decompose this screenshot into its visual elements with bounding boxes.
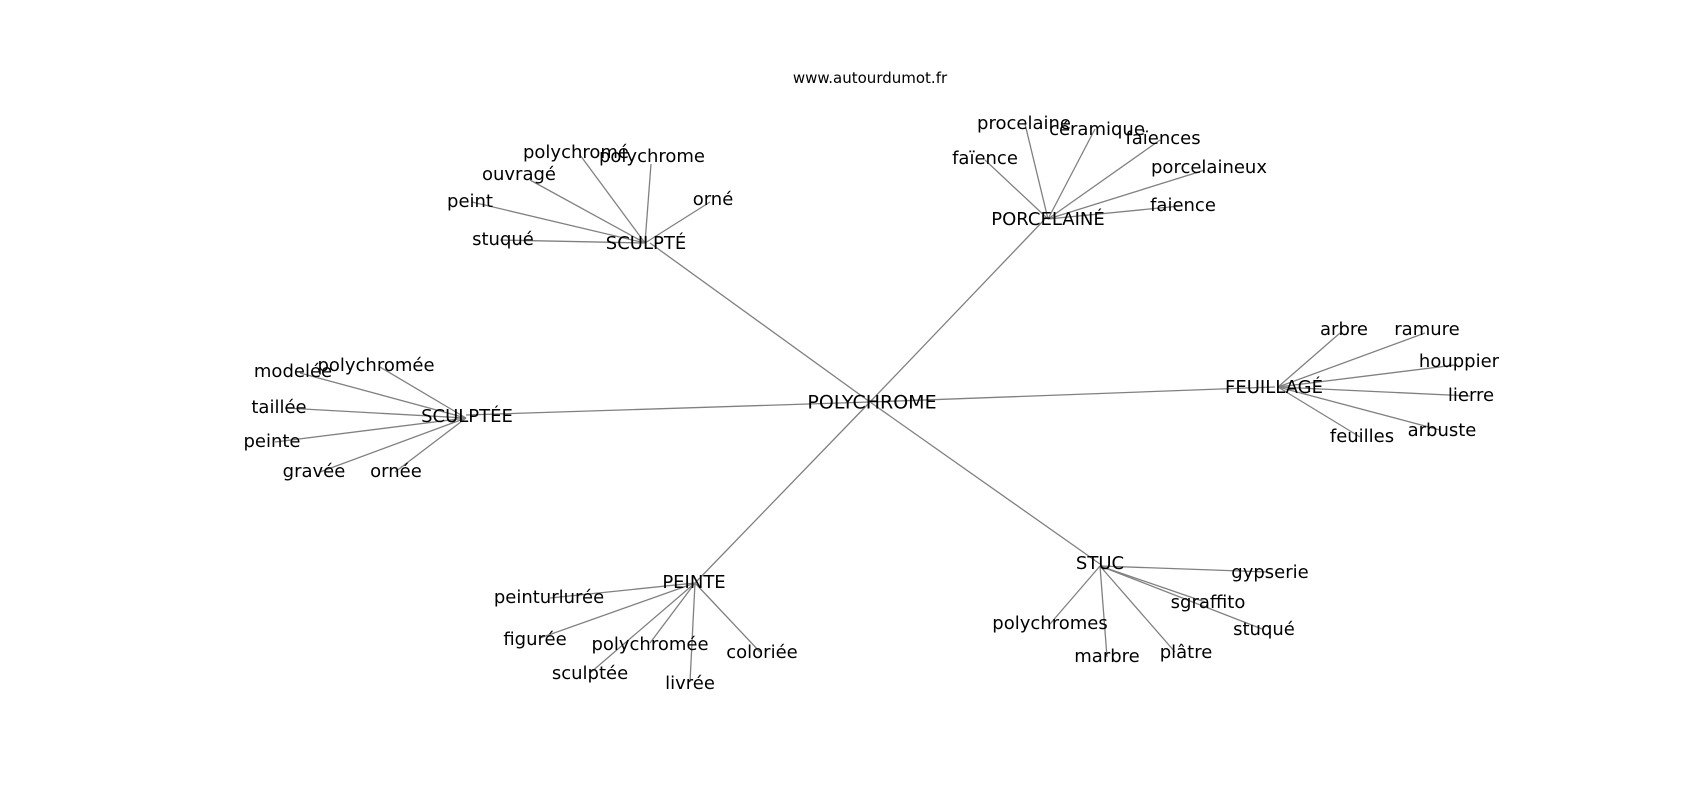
edge-stuc-platre (1099, 565, 1176, 653)
edge-feuillage-houppier (1277, 364, 1456, 388)
edge-root-sculptee (465, 401, 871, 416)
edge-root-feuillage (869, 386, 1276, 403)
leaf-feuillage-2: ramure (1394, 319, 1459, 340)
leaf-feuillage-4: lierre (1448, 385, 1494, 406)
edge-sculptee-modelee (299, 372, 467, 419)
edge-sculptee-gravee (319, 417, 467, 473)
edge-porcelaine-faiences (1047, 139, 1161, 220)
edge-stuc-stuque (1099, 565, 1263, 630)
edge-porcelaine-faience-trema (984, 159, 1049, 220)
hub-peinte-label: PEINTE (662, 572, 725, 593)
edge-porcelaine-procelaine (1024, 123, 1049, 220)
leaf-feuillage-1: arbre (1320, 319, 1368, 340)
edge-stuc-polychromes (1049, 565, 1101, 625)
leaf-porcelaine-2: céramique (1049, 119, 1145, 140)
leaf-feuillage-5: arbuste (1408, 420, 1477, 441)
leaf-porcelaine-4: faïence (952, 148, 1018, 169)
edge-sculpte-peint (471, 201, 646, 244)
edge-sculpte-ouvrage (529, 179, 646, 244)
edge-peinte-figuree (539, 582, 696, 639)
edge-sculpte-polychrome (644, 163, 652, 244)
leaf-peinte-1: peinturlurée (494, 587, 604, 608)
leaf-stuc-4: polychromes (992, 613, 1107, 634)
leaf-peinte-5: sculptée (552, 663, 628, 684)
edge-porcelaine-faience (1047, 205, 1181, 220)
edge-stuc-marbre (1099, 565, 1108, 658)
edge-feuillage-arbre (1277, 332, 1341, 388)
leaf-sculpte-2: polychrome (599, 146, 705, 167)
leaf-stuc-3: stuqué (1233, 619, 1295, 640)
leaf-sculpte-6: stuqué (472, 229, 534, 250)
hub-stuc-label: STUC (1076, 553, 1124, 574)
leaf-sculptee-4: peinte (243, 431, 300, 452)
leaf-sculpte-5: orné (693, 189, 734, 210)
edge-peinte-peinturluree (549, 582, 696, 599)
leaf-peinte-6: livrée (665, 673, 715, 694)
edge-peinte-sculptee (589, 582, 696, 674)
hub-sculptee-label: SCULPTÉE (421, 405, 513, 427)
leaf-sculptee-5: gravée (283, 461, 346, 482)
edge-sculptee-polychromee (379, 366, 467, 419)
edge-peinte-livree (689, 582, 696, 683)
leaf-peinte-3: polychromée (591, 634, 708, 655)
leaf-stuc-2: sgraffito (1171, 592, 1246, 613)
edge-root-porcelaine (869, 218, 1046, 403)
edge-feuillage-lierre (1277, 386, 1471, 397)
edge-root-sculpte (649, 242, 871, 403)
hub-porcelaine-label: PORCELAINÉ (991, 208, 1104, 230)
edge-sculpte-stuque (499, 239, 646, 244)
leaf-stuc-6: marbre (1074, 646, 1139, 667)
edge-feuillage-feuilles (1277, 386, 1361, 438)
edge-feuillage-arbuste (1277, 386, 1441, 431)
edge-sculptee-taillee (284, 407, 467, 419)
leaf-sculptee-6: ornée (370, 461, 422, 482)
site-url: www.autourdumot.fr (793, 69, 948, 87)
edge-peinte-coloriee (694, 582, 761, 653)
leaf-feuillage-6: feuilles (1330, 426, 1394, 447)
edge-root-stuc (869, 401, 1101, 565)
leaf-sculpte-4: peint (447, 191, 493, 212)
edge-sculpte-polychrome-m (579, 154, 646, 244)
leaf-feuillage-3: houppier (1419, 351, 1500, 372)
edge-stuc-sgraffito (1099, 565, 1206, 603)
leaf-porcelaine-5: porcelaineux (1151, 157, 1267, 178)
leaf-sculptee-2: polychromée (317, 355, 434, 376)
edge-porcelaine-ceramique (1047, 128, 1096, 220)
edge-stuc-gypserie (1099, 565, 1269, 573)
edge-feuillage-ramure (1277, 332, 1426, 388)
edge-sculptee-peinte (274, 417, 467, 443)
hub-feuillage-label: FEUILLAGÉ (1225, 376, 1323, 398)
leaf-peinte-4: coloriée (726, 642, 797, 663)
leaf-porcelaine-3: faïences (1125, 128, 1200, 149)
graph-labels: POLYCHROME SCULPTÉ polychromé polychrome… (243, 113, 1499, 694)
leaf-sculptee-1: modelée (254, 361, 332, 382)
leaf-stuc-5: plâtre (1160, 642, 1213, 663)
leaf-sculpte-3: ouvragé (482, 164, 556, 185)
edge-peinte-polychromee (649, 582, 696, 644)
leaf-porcelaine-1: procelaine (977, 113, 1071, 134)
edge-sculptee-ornee (394, 417, 467, 473)
leaf-stuc-1: gypserie (1231, 562, 1308, 583)
edge-sculpte-orne (644, 201, 711, 244)
leaf-porcelaine-6: faience (1150, 195, 1216, 216)
edge-porcelaine-porcelaineux (1047, 169, 1206, 220)
leaf-sculpte-1: polychromé (523, 142, 629, 163)
hub-sculpte-label: SCULPTÉ (606, 232, 686, 254)
leaf-peinte-2: figurée (503, 629, 566, 650)
graph-edges (274, 123, 1471, 683)
edge-root-peinte (694, 401, 871, 584)
leaf-sculptee-3: taillée (251, 397, 306, 418)
root-node-label: POLYCHROME (807, 392, 936, 414)
